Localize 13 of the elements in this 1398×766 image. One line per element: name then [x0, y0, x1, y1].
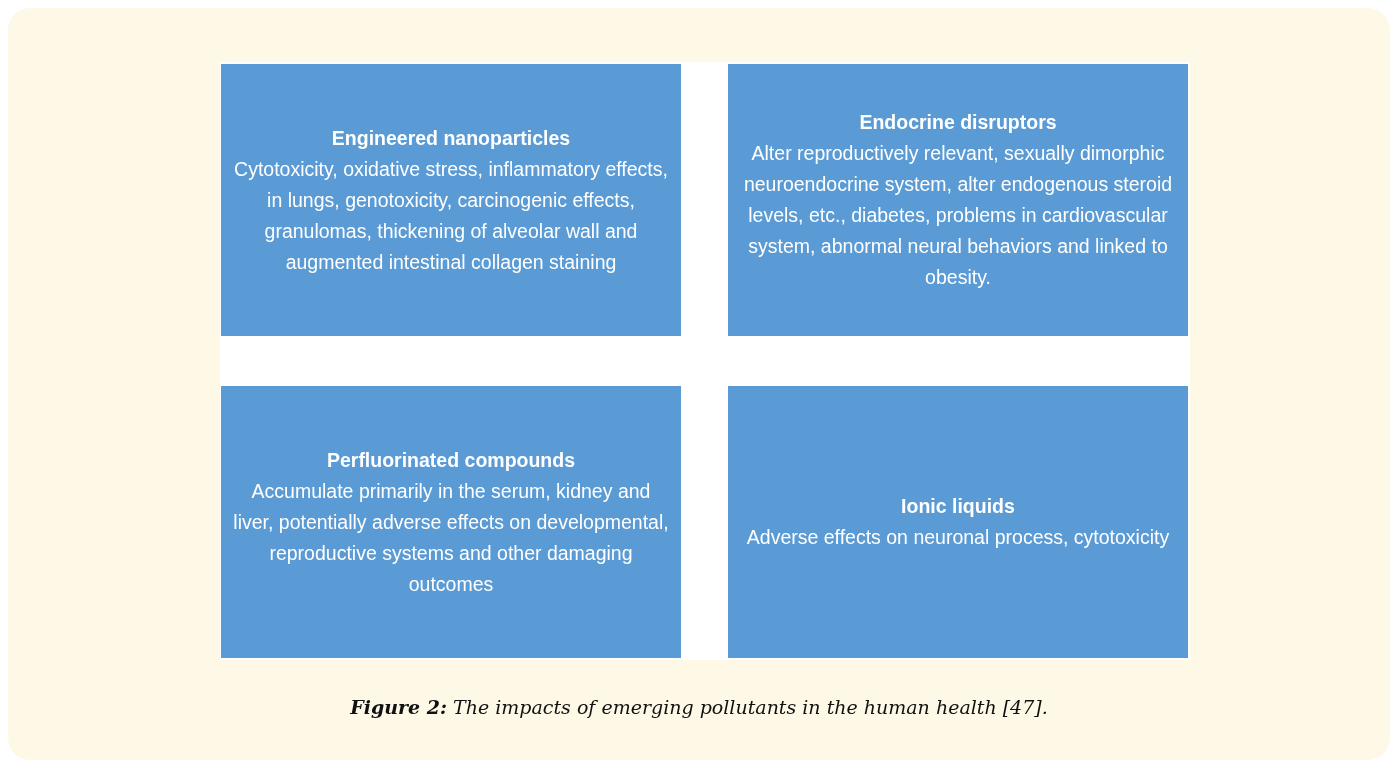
category-box [728, 64, 1188, 336]
category-box [728, 386, 1188, 658]
box-text: Accumulate primarily in the serum, kidney and liver, potentially adverse effects on developmental, reproductive systems and other damaging outcomes [232, 478, 670, 597]
category-box [221, 64, 681, 336]
box-text: Adverse effects on neuronal process, cytotoxicity [746, 525, 1170, 550]
figure-caption: Figure 2: The impacts of emerging pollutants in the human health [47]. [349, 696, 1049, 718]
box-heading: Endocrine disruptors [859, 110, 1057, 135]
box-text: Cytotoxicity, oxidative stress, inflammatory effects, in lungs, genotoxicity, carcinogenic effects, granulomas, thickening of alveolar wall and augmented intestinal collagen staining [233, 156, 669, 275]
box-heading: Engineered nanoparticles [331, 125, 571, 151]
box-heading: Perfluorinated compounds [326, 447, 576, 473]
box-text: Alter reproductively relevant, sexually dimorphic neuroendocrine system, alter endogenous steroid levels, etc., diabetes, problems in cardiovascular system, abnormal neural behaviors and linked to obesity. [742, 141, 1174, 290]
box-heading: Ionic liquids [901, 494, 1015, 519]
category-box [221, 386, 681, 658]
